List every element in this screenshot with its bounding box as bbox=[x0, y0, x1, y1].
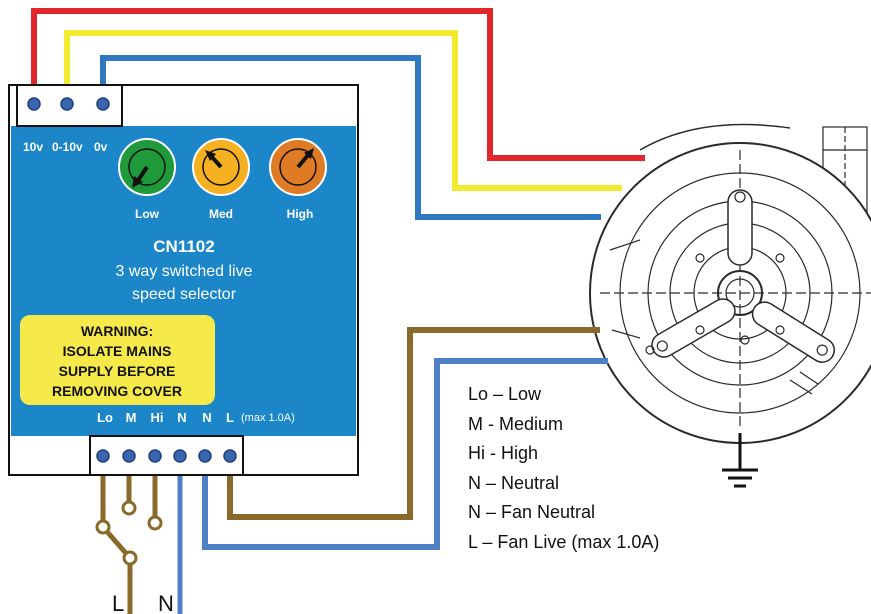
fan-live-wire bbox=[227, 327, 600, 520]
red-10v-wire bbox=[31, 8, 645, 161]
label-l-fan: L bbox=[226, 410, 234, 425]
terminal-n-supply bbox=[173, 449, 187, 463]
dial-low-label: Low bbox=[135, 207, 160, 221]
label-0-10v: 0-10v bbox=[52, 140, 83, 154]
bottom-terminal-block bbox=[89, 435, 244, 476]
terminal-legend: Lo – Low M - Medium Hi - High N – Neutra… bbox=[468, 380, 659, 557]
description-line2: speed selector bbox=[132, 286, 237, 303]
supply-neutral-label: N bbox=[158, 591, 174, 614]
legend-item: M - Medium bbox=[468, 413, 564, 434]
supply-live-label: L bbox=[112, 591, 124, 614]
dial-high-label: High bbox=[287, 207, 314, 221]
terminal-0v bbox=[96, 97, 110, 111]
label-10v: 10v bbox=[23, 140, 43, 154]
dial-med bbox=[192, 138, 250, 196]
label-0v: 0v bbox=[94, 140, 108, 154]
yellow-0-10v-wire bbox=[64, 30, 622, 191]
terminal-10v bbox=[27, 97, 41, 111]
switch-contact-hi bbox=[147, 515, 163, 531]
warning-box bbox=[20, 315, 215, 405]
legend-item: Hi - High bbox=[468, 443, 539, 463]
terminal-0-10v bbox=[60, 97, 74, 111]
label-n-fan: N bbox=[202, 410, 211, 425]
description-line1: 3 way switched live bbox=[116, 263, 253, 280]
legend-item: N – Neutral bbox=[468, 472, 560, 493]
terminal-hi bbox=[148, 449, 162, 463]
earth-symbol bbox=[722, 433, 758, 488]
label-hi: Hi bbox=[151, 410, 164, 425]
warning-line3: SUPPLY BEFORE bbox=[59, 363, 176, 379]
dial-med-label: Med bbox=[209, 207, 233, 221]
blue-0v-wire bbox=[100, 55, 601, 220]
legend-item: Lo – Low bbox=[468, 384, 542, 404]
terminal-lo bbox=[96, 449, 110, 463]
fan-motor bbox=[589, 123, 871, 444]
terminal-m bbox=[122, 449, 136, 463]
dial-low bbox=[118, 138, 176, 196]
terminal-l-fan bbox=[223, 449, 237, 463]
dial-high bbox=[269, 138, 327, 196]
switch-contact-m bbox=[121, 500, 137, 516]
legend-item: L – Fan Live (max 1.0A) bbox=[468, 531, 660, 552]
label-lo: Lo bbox=[97, 410, 113, 425]
warning-line1: WARNING: bbox=[81, 323, 153, 339]
switch-pivot bbox=[122, 550, 138, 566]
model-name: CN1102 bbox=[153, 237, 214, 256]
label-max-current: (max 1.0A) bbox=[241, 412, 295, 424]
warning-line4: REMOVING COVER bbox=[52, 383, 182, 399]
legend-item: N – Fan Neutral bbox=[468, 502, 596, 522]
switch-contact-lo bbox=[95, 519, 111, 535]
label-n-supply: N bbox=[177, 410, 186, 425]
fan-neutral-wire bbox=[202, 358, 608, 550]
terminal-n-fan bbox=[198, 449, 212, 463]
warning-line2: ISOLATE MAINS bbox=[63, 343, 172, 359]
label-m: M bbox=[126, 410, 137, 425]
